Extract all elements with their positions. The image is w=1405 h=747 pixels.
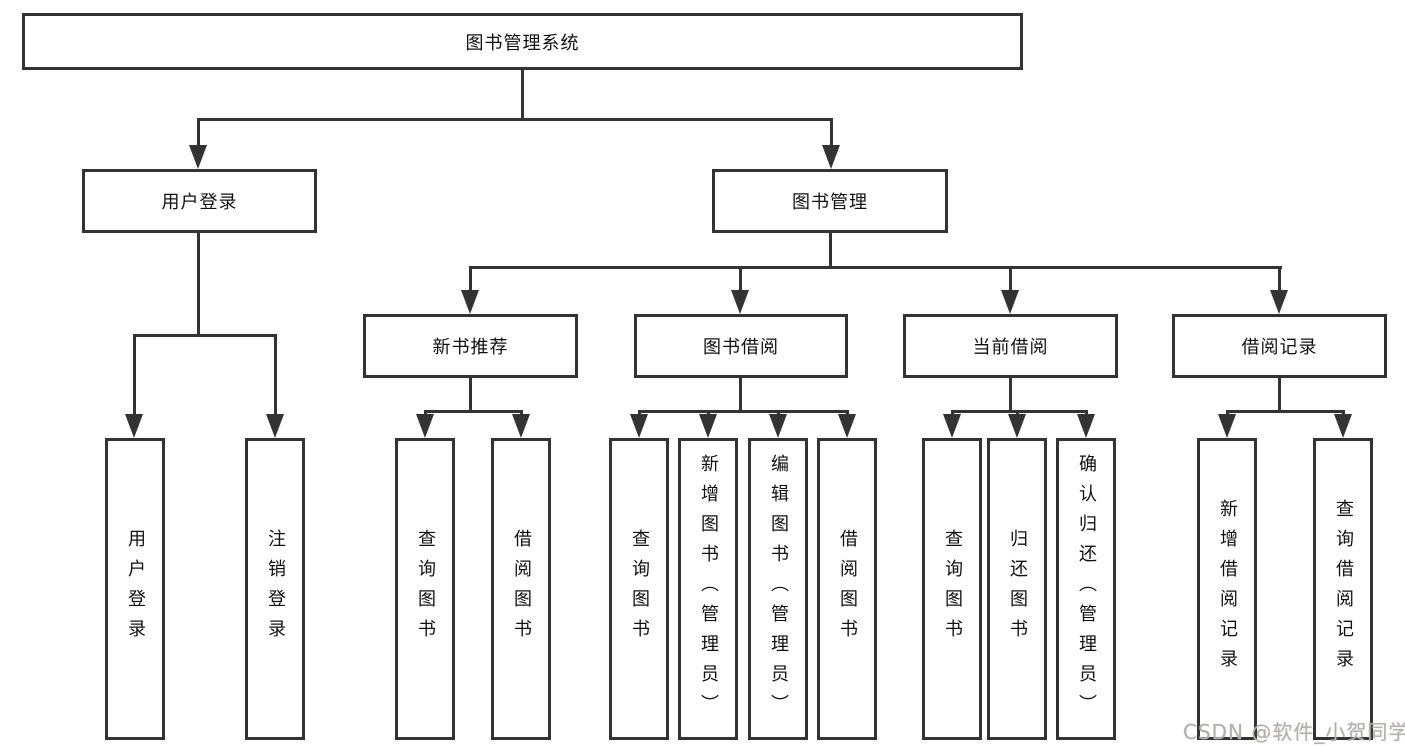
connector-stem bbox=[1009, 378, 1012, 411]
connector-branch bbox=[1226, 410, 1345, 413]
leaf-label: 注销登录 bbox=[265, 529, 286, 649]
connector-drop-user-login bbox=[197, 118, 200, 146]
leaf-edit-book-admin: 编辑图书（管理员） bbox=[748, 438, 808, 740]
leaf-add-borrow-record: 新增借阅记录 bbox=[1197, 438, 1257, 740]
connector-book-mgmt-branch bbox=[469, 266, 1282, 269]
arrowhead-icon bbox=[1001, 290, 1019, 314]
node-current-borrowing: 当前借阅 bbox=[903, 314, 1118, 378]
connector-drop-borrow-records bbox=[1278, 266, 1281, 292]
leaf-query-books-borrowing: 查询图书 bbox=[609, 438, 669, 740]
connector-drop bbox=[638, 410, 641, 417]
connector-user-login-stem bbox=[197, 233, 200, 335]
connector-stem bbox=[1278, 378, 1281, 411]
connector-drop bbox=[1016, 410, 1019, 417]
leaf-borrow-books-borrowing: 借阅图书 bbox=[817, 438, 877, 740]
arrowhead-icon bbox=[1218, 414, 1236, 438]
node-root-library-system: 图书管理系统 bbox=[22, 13, 1023, 70]
leaf-confirm-return-admin: 确认归还（管理员） bbox=[1056, 438, 1116, 740]
arrowhead-icon bbox=[630, 414, 648, 438]
arrowhead-icon bbox=[266, 414, 284, 438]
leaf-query-books-current: 查询图书 bbox=[922, 438, 982, 740]
connector-drop bbox=[707, 410, 710, 417]
leaf-logout: 注销登录 bbox=[245, 438, 305, 740]
arrowhead-icon bbox=[1334, 414, 1352, 438]
connector-drop-current-borrow bbox=[1009, 266, 1012, 292]
leaf-label: 归还图书 bbox=[1007, 529, 1028, 649]
arrowhead-icon bbox=[822, 145, 840, 169]
leaf-add-book-admin: 新增图书（管理员） bbox=[678, 438, 738, 740]
leaf-label: 确认归还（管理员） bbox=[1076, 454, 1097, 724]
node-label: 图书借阅 bbox=[703, 337, 779, 358]
connector-drop bbox=[846, 410, 849, 417]
connector-root-branch bbox=[197, 118, 833, 121]
connector-drop bbox=[777, 410, 780, 417]
connector-drop bbox=[1226, 410, 1229, 417]
node-label: 图书管理系统 bbox=[465, 32, 580, 54]
arrowhead-icon bbox=[699, 414, 717, 438]
connector-branch bbox=[951, 410, 1088, 413]
node-label: 借阅记录 bbox=[1241, 337, 1318, 358]
arrowhead-icon bbox=[512, 414, 530, 438]
leaf-label: 查询图书 bbox=[942, 529, 963, 649]
connector-branch bbox=[424, 410, 523, 413]
connector-root-stem bbox=[521, 70, 524, 118]
leaf-query-borrow-record: 查询借阅记录 bbox=[1313, 438, 1373, 740]
arrowhead-icon bbox=[125, 414, 143, 438]
leaf-borrow-books-recommend: 借阅图书 bbox=[491, 438, 551, 740]
leaf-label: 新增图书（管理员） bbox=[698, 454, 719, 724]
arrowhead-icon bbox=[1008, 414, 1026, 438]
node-label: 新书推荐 bbox=[432, 337, 509, 358]
leaf-label: 编辑图书（管理员） bbox=[768, 454, 789, 724]
connector-drop bbox=[1085, 410, 1088, 417]
node-label: 图书管理 bbox=[792, 192, 868, 213]
leaf-label: 新增借阅记录 bbox=[1217, 499, 1238, 679]
connector-user-login-branch bbox=[133, 334, 277, 337]
node-label: 当前借阅 bbox=[972, 337, 1049, 358]
leaf-label: 借阅图书 bbox=[837, 529, 858, 649]
arrowhead-icon bbox=[416, 414, 434, 438]
node-label: 用户登录 bbox=[161, 192, 238, 213]
connector-drop-leaf-logout bbox=[274, 334, 277, 415]
leaf-return-book: 归还图书 bbox=[987, 438, 1047, 740]
connector-drop-book-mgmt bbox=[830, 118, 833, 146]
node-book-borrowing: 图书借阅 bbox=[634, 314, 848, 378]
connector-book-mgmt-stem bbox=[829, 233, 832, 268]
node-book-management: 图书管理 bbox=[712, 169, 948, 233]
leaf-label: 查询借阅记录 bbox=[1333, 499, 1354, 679]
arrowhead-icon bbox=[461, 290, 479, 314]
leaf-label: 借阅图书 bbox=[511, 529, 532, 649]
leaf-label: 查询图书 bbox=[415, 529, 436, 649]
arrowhead-icon bbox=[1270, 290, 1288, 314]
arrowhead-icon bbox=[731, 290, 749, 314]
connector-drop bbox=[1342, 410, 1345, 417]
node-new-book-recommend: 新书推荐 bbox=[363, 314, 578, 378]
connector-stem bbox=[469, 378, 472, 411]
arrowhead-icon bbox=[189, 145, 207, 169]
node-user-login: 用户登录 bbox=[82, 169, 317, 233]
leaf-query-books-recommend: 查询图书 bbox=[395, 438, 455, 740]
connector-stem bbox=[739, 378, 742, 411]
leaf-label: 查询图书 bbox=[629, 529, 650, 649]
leaf-user-login: 用户登录 bbox=[105, 438, 165, 740]
arrowhead-icon bbox=[943, 414, 961, 438]
connector-branch bbox=[638, 410, 849, 413]
node-borrowing-records: 借阅记录 bbox=[1172, 314, 1387, 378]
leaf-label: 用户登录 bbox=[125, 529, 146, 649]
arrowhead-icon bbox=[838, 414, 856, 438]
arrowhead-icon bbox=[1077, 414, 1095, 438]
connector-drop bbox=[520, 410, 523, 417]
arrowhead-icon bbox=[769, 414, 787, 438]
csdn-watermark: CSDN @软件_小贺同学 bbox=[1183, 720, 1405, 744]
connector-drop bbox=[424, 410, 427, 417]
connector-drop-leaf-user-login bbox=[133, 334, 136, 415]
connector-drop bbox=[951, 410, 954, 417]
connector-drop-book-borrow bbox=[739, 266, 742, 292]
connector-drop-new-book-rec bbox=[469, 266, 472, 292]
